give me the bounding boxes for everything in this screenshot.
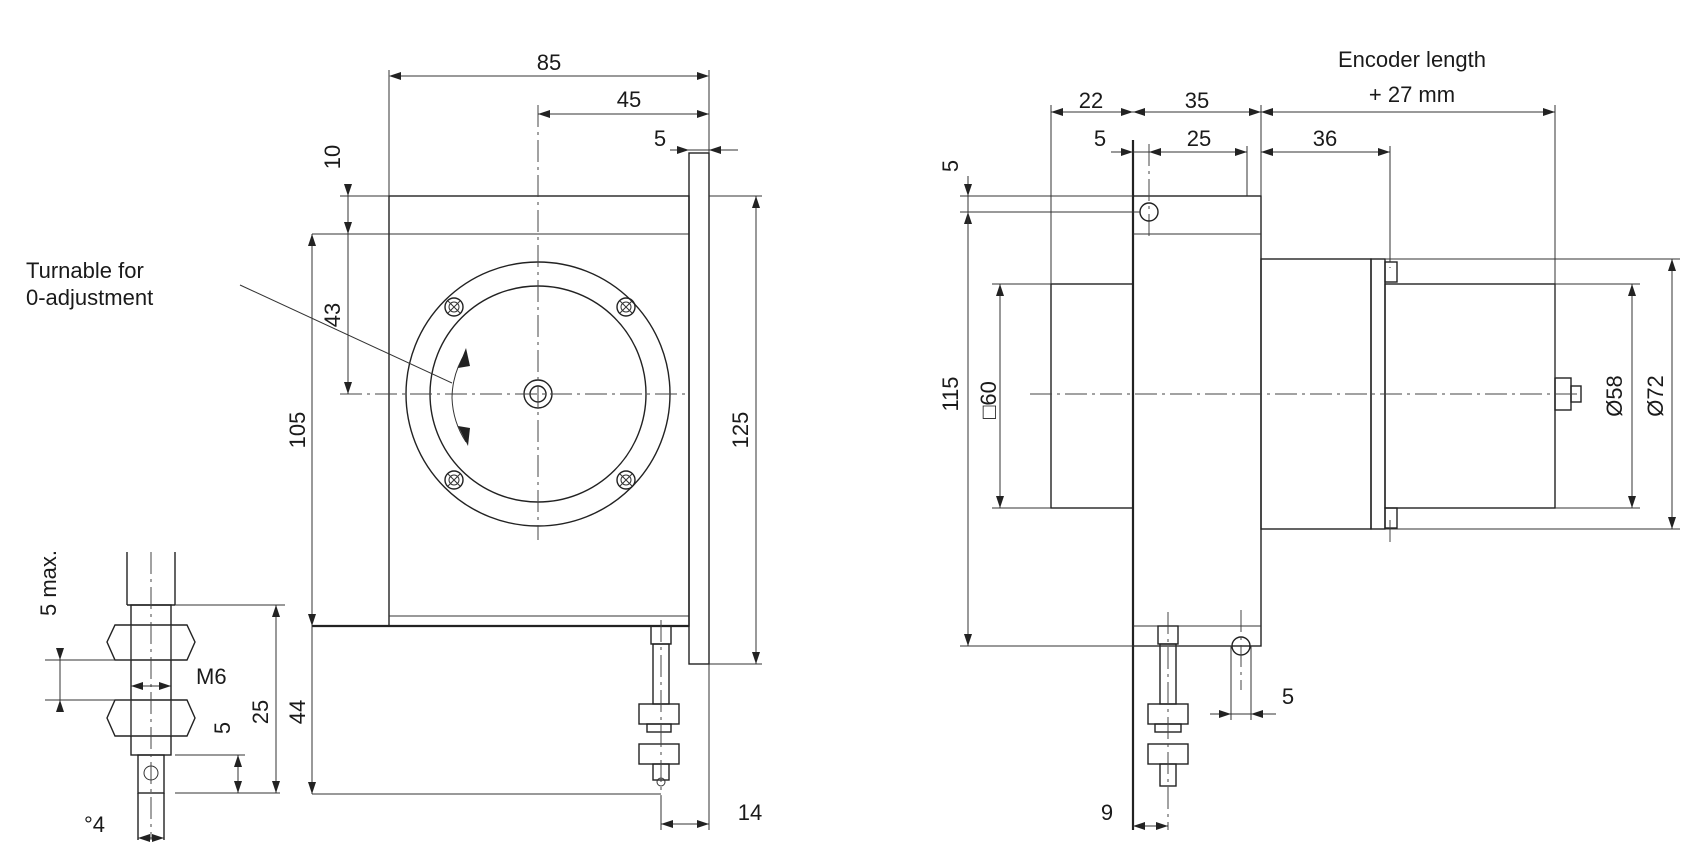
- dim-14: 14: [738, 800, 762, 825]
- dim-9: 9: [1101, 800, 1113, 825]
- dim-dia58: Ø58: [1602, 375, 1627, 417]
- side-limit-switch: [1147, 612, 1189, 830]
- dim-5-max: 5 max.: [36, 550, 61, 616]
- turnable-note-line2: 0-adjustment: [26, 285, 153, 310]
- dim-dia72: Ø72: [1643, 375, 1668, 417]
- dim-22: 22: [1079, 88, 1103, 113]
- rotation-arrow-down-head: [458, 426, 470, 446]
- front-flange: [688, 152, 710, 665]
- lower-nut: [106, 699, 196, 737]
- dim-side-hole-5: 5: [1282, 684, 1294, 709]
- front-screw-tl: [444, 297, 464, 317]
- upper-nut: [106, 624, 196, 661]
- front-limit-switch: [638, 620, 680, 820]
- dim-105: 105: [285, 412, 310, 449]
- dim-5-nut: 5: [210, 722, 235, 734]
- encoder-length-line1: Encoder length: [1338, 47, 1486, 72]
- dim-10: 10: [320, 145, 345, 169]
- dim-35: 35: [1185, 88, 1209, 113]
- dim-44: 44: [285, 700, 310, 724]
- front-screw-bl: [444, 470, 464, 490]
- encoder-length-line2: + 27 mm: [1369, 82, 1455, 107]
- dim-dia4: °4: [84, 812, 105, 837]
- dim-side-top-5: 5: [938, 160, 963, 172]
- front-screw-tr: [616, 297, 636, 317]
- dim-side-25: 25: [1187, 126, 1211, 151]
- dim-43: 43: [320, 303, 345, 327]
- nut-detail: 5 max. M6 5 25 °4: [36, 550, 285, 842]
- dim-45: 45: [617, 87, 641, 112]
- front-view: 85 45 5 10 43 105 125: [26, 50, 762, 830]
- side-encoder-body: [1384, 283, 1556, 509]
- dim-115: 115: [938, 376, 963, 411]
- dim-5-flange: 5: [654, 126, 666, 151]
- rotation-arrow-down: [451, 397, 467, 443]
- rotation-arrow-up-head: [458, 348, 470, 368]
- dim-m6: M6: [196, 664, 227, 689]
- side-view: 22 35 Encoder length + 27 mm 5 25 36 5: [938, 47, 1680, 830]
- dim-side-5: 5: [1094, 126, 1106, 151]
- dim-85: 85: [537, 50, 561, 75]
- turnable-leader: [239, 284, 453, 384]
- dim-36: 36: [1313, 126, 1337, 151]
- side-main-body: [1132, 195, 1262, 647]
- dim-sq60: □60: [976, 381, 1001, 419]
- dim-125: 125: [728, 412, 753, 449]
- front-screw-br: [616, 470, 636, 490]
- side-front-spool: [1050, 283, 1134, 509]
- dim-25-nut: 25: [248, 700, 273, 724]
- turnable-note-line1: Turnable for: [26, 258, 144, 283]
